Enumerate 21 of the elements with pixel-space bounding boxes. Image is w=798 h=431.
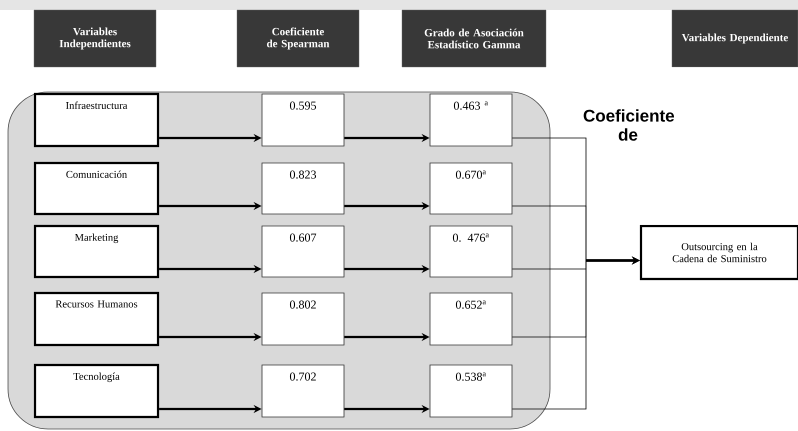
value-box: 0.670$^{a}$ bbox=[430, 162, 512, 214]
value-box: 0.595 bbox=[262, 94, 344, 146]
value-box: 0. 476$^{a}$ bbox=[430, 226, 512, 278]
value-box: 0.652$^{a}$ bbox=[430, 292, 512, 346]
variable-box: Tecnología bbox=[34, 364, 160, 418]
header-box: Coeficiente de Spearman bbox=[236, 10, 360, 68]
value-box: 0.538$^{a}$ bbox=[430, 364, 512, 418]
variable-box: Infraestructura bbox=[34, 92, 160, 148]
variable-box: Marketing bbox=[34, 224, 160, 278]
variable-box: Comunicación bbox=[34, 162, 160, 216]
value-box: 0.607 bbox=[262, 226, 344, 278]
header-box: Variables Dependiente bbox=[672, 10, 798, 68]
outcome-box: Outsourcing en la Cadena de Suministro bbox=[640, 224, 798, 280]
annotation-text: Coeficiente de bbox=[584, 109, 674, 141]
value-box: 0.823 bbox=[262, 162, 344, 214]
value-box: 0.802 bbox=[262, 292, 344, 346]
header-box: Grado de Asociación Estadístico Gamma bbox=[402, 10, 546, 68]
header-box: Variables Independientes bbox=[34, 10, 156, 68]
value-box: 0.463 $^{a}$ bbox=[430, 94, 512, 146]
value-box: 0.702 bbox=[262, 364, 344, 418]
variable-box: Recursos Humanos bbox=[34, 292, 160, 346]
